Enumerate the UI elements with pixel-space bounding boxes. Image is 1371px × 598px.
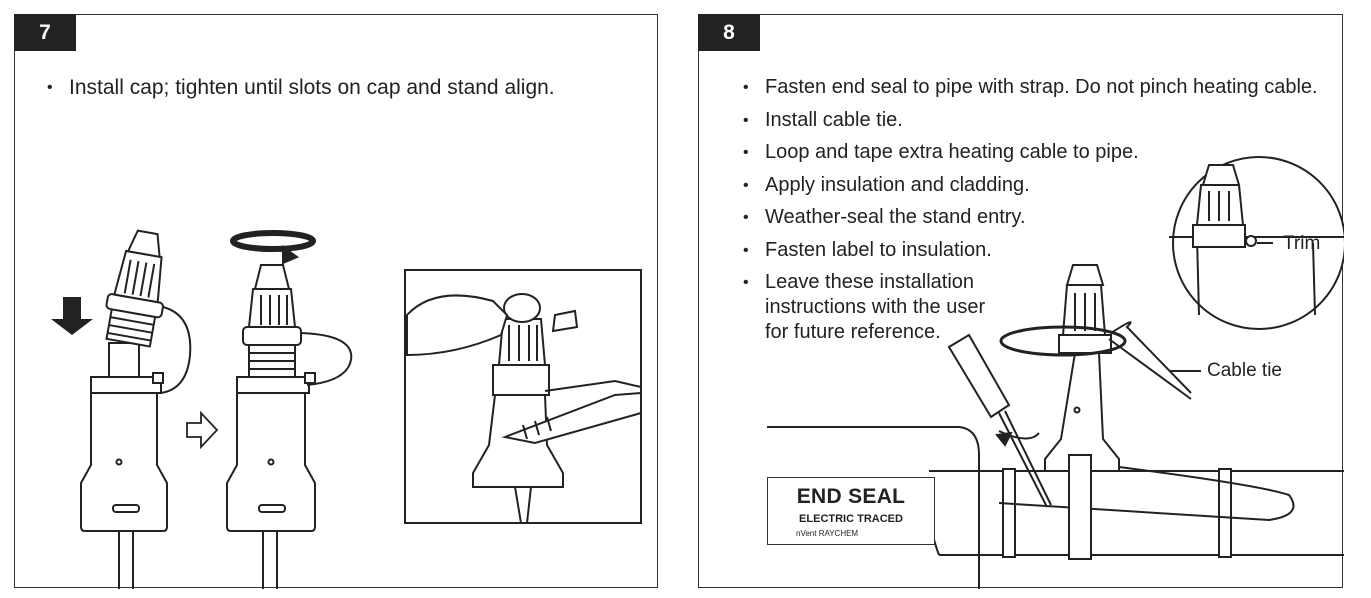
instruction-item: Fasten label to insulation. bbox=[743, 238, 1343, 263]
wrench-icon bbox=[406, 294, 509, 357]
instruction-item: Apply insulation and cladding. bbox=[743, 173, 1343, 198]
step-number: 7 bbox=[14, 14, 76, 51]
instruction-item: Loop and tape extra heating cable to pip… bbox=[743, 140, 1343, 165]
end-seal-stand-left bbox=[80, 342, 168, 589]
pipe bbox=[929, 470, 1344, 556]
label-subtitle: ELECTRIC TRACED bbox=[799, 513, 903, 525]
step-number: 8 bbox=[698, 14, 760, 51]
right-arrow-icon bbox=[186, 410, 219, 450]
end-seal-installed bbox=[1044, 264, 1120, 560]
insulation-outline bbox=[767, 426, 980, 589]
trim-callout: Trim bbox=[1283, 233, 1321, 254]
step-8-instructions: Fasten end seal to pipe with strap. Do n… bbox=[743, 75, 1343, 353]
pliers-icon bbox=[501, 391, 642, 445]
down-arrow-icon bbox=[51, 297, 93, 335]
cap-left bbox=[105, 229, 164, 348]
step-7-panel: 7 Install cap; tighten until slots on ca… bbox=[14, 14, 658, 589]
cable-tie-callout: Cable tie bbox=[1207, 360, 1282, 381]
step-8-panel: 8 bbox=[698, 14, 1344, 589]
step-7-instructions: Install cap; tighten until slots on cap … bbox=[47, 75, 555, 108]
step-7-illustration bbox=[51, 229, 642, 589]
label-title: END SEAL bbox=[796, 485, 906, 508]
instruction-item: Install cable tie. bbox=[743, 108, 1343, 133]
end-seal-stand-middle bbox=[226, 264, 353, 589]
brand-logo: nVent RAYCHEM bbox=[796, 529, 859, 538]
end-seal-label-tag: END SEAL ELECTRIC TRACED nVent RAYCHEM bbox=[767, 477, 935, 545]
instruction-item: Leave these installation instructions wi… bbox=[743, 270, 1005, 345]
instruction-item: Install cap; tighten until slots on cap … bbox=[47, 75, 555, 100]
inset-wrench-detail bbox=[404, 269, 642, 524]
screwdriver-icon bbox=[947, 333, 1052, 508]
rotate-arrow-icon bbox=[230, 230, 316, 265]
instruction-item: Weather-seal the stand entry. bbox=[743, 205, 1343, 230]
instruction-item: Fasten end seal to pipe with strap. Do n… bbox=[743, 75, 1343, 100]
